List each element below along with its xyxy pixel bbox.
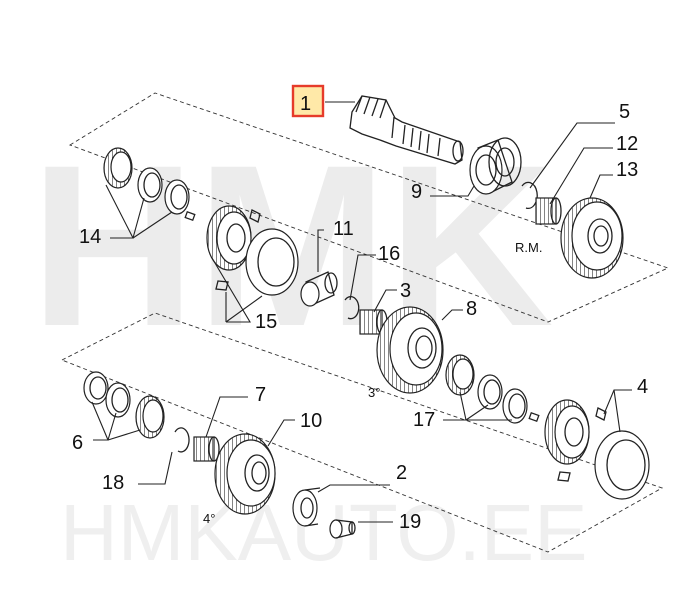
label-part-7: 7 (255, 384, 266, 406)
label-part-15: 15 (255, 311, 277, 333)
fourth-gear (214, 433, 276, 515)
bushing (300, 271, 338, 307)
synchro-rings-upper (103, 147, 196, 222)
reverse-gear-annotation: R.M. (515, 240, 542, 255)
circlip-lower (174, 427, 190, 453)
label-part-3: 3 (400, 280, 411, 302)
label-part-17: 17 (413, 409, 435, 431)
part-labels: 1 2 3 4 5 6 7 8 9 10 11 12 13 14 15 16 1… (72, 93, 648, 533)
needle-bearing-upper (535, 197, 562, 225)
upper-assembly-outline (68, 92, 670, 323)
label-part-5: 5 (619, 101, 630, 123)
label-part-6: 6 (72, 432, 83, 454)
label-part-1: 1 (300, 93, 311, 115)
label-part-14: 14 (79, 226, 101, 248)
label-part-8: 8 (466, 298, 477, 320)
circlip-middle (344, 296, 360, 320)
label-part-2: 2 (396, 462, 407, 484)
label-part-12: 12 (616, 133, 638, 155)
label-part-4: 4 (637, 376, 648, 398)
third-gear (376, 306, 444, 394)
primary-shaft (349, 95, 464, 165)
leader-lines (91, 101, 632, 523)
synchro-rings-lower-left (83, 371, 165, 439)
watermark-site: HMKAUTO.EE (60, 488, 588, 577)
synchro-rings-lower (445, 354, 540, 424)
label-part-13: 13 (616, 159, 638, 181)
label-part-11: 11 (333, 218, 354, 240)
third-gear-annotation: 3° (368, 385, 380, 400)
annotations: R.M. 3° 4° (203, 240, 542, 526)
label-part-9: 9 (411, 181, 422, 203)
synchro-hub-sleeve-lower (544, 399, 650, 500)
synchro-hub-sleeve-upper (206, 205, 299, 296)
label-part-16: 16 (378, 243, 400, 265)
label-part-10: 10 (300, 410, 322, 432)
circlip-upper (521, 181, 538, 210)
fourth-gear-annotation: 4° (203, 511, 215, 526)
label-part-18: 18 (102, 472, 124, 494)
needle-bearing-lower (193, 436, 220, 462)
reverse-gear (560, 197, 624, 279)
label-part-19: 19 (399, 511, 421, 533)
bearing (469, 137, 522, 195)
bolt (329, 519, 356, 539)
watermark: HMK HMKAUTO.EE (30, 117, 588, 577)
washer (292, 487, 321, 527)
lower-assembly-outline (60, 312, 664, 553)
selected-part-highlight (291, 84, 325, 118)
